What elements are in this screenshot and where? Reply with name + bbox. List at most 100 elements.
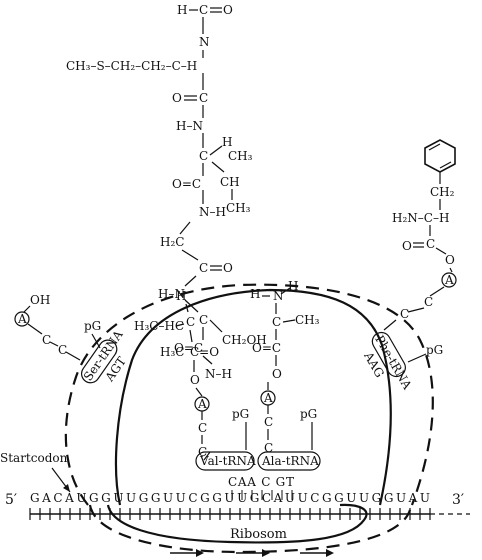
start-codon-label: Startcodon: [0, 451, 68, 465]
ser-c: C: [199, 313, 208, 327]
met-carbonyl-c: C: [199, 91, 208, 105]
formyl-h: H: [177, 3, 187, 17]
bond: [449, 267, 453, 273]
met-side-chain: CH₃–S–CH₂–CH₂–C–H: [66, 59, 197, 73]
ser-trna-box: [80, 339, 118, 384]
val-nh: H–N: [176, 119, 203, 133]
val-carbonyl: O=C: [172, 177, 201, 191]
ser-adenine-circle: [14, 311, 30, 327]
direction-arrowhead-2: [262, 549, 270, 557]
mrna-ticks: [29, 508, 431, 520]
bond: [23, 305, 31, 313]
gly-c: C: [199, 261, 208, 275]
direction-arrowhead-3: [326, 549, 334, 557]
phenyl-ring: [424, 139, 456, 173]
val-adenine: A: [197, 397, 207, 411]
ser-tail-oh: OH: [30, 293, 50, 307]
ala-ester-o: O: [272, 367, 282, 381]
ribosome-label: Ribosom: [230, 527, 287, 542]
ser-nh2: N–H: [205, 367, 232, 381]
bond: [203, 451, 211, 461]
gly-o: O: [223, 261, 233, 275]
bond: [209, 145, 223, 156]
val-pg: pG: [232, 407, 249, 421]
bond: [209, 319, 223, 333]
phe-c: C: [426, 237, 435, 251]
bond: [27, 323, 43, 335]
three-prime-label: 3′: [452, 492, 464, 508]
ribosome-bottom-dash: [88, 504, 412, 554]
start-codon-arrowhead: [63, 484, 70, 492]
bond: [185, 303, 189, 313]
ala-c: C: [272, 315, 281, 329]
bond: [383, 319, 397, 331]
five-prime-label: 5′: [5, 492, 17, 508]
phe-adenine-circle: [441, 272, 457, 288]
ala-h: H: [250, 287, 260, 301]
val-trna-label: Val-tRNA: [199, 454, 256, 468]
bond: [65, 351, 81, 361]
ser-pg: pG: [84, 319, 101, 333]
bond: [407, 353, 427, 363]
bond: [429, 286, 445, 297]
bond: [49, 341, 59, 347]
direction-arrowhead-1: [196, 549, 204, 557]
thr-methyl: H₃C: [160, 345, 184, 359]
thr-ester-o: O: [190, 373, 200, 387]
bond: [184, 299, 199, 313]
met-carbonyl-o: O: [172, 91, 182, 105]
ser-nh: H–N: [158, 287, 185, 301]
phe-trna-box: [371, 331, 406, 378]
bond: [280, 287, 291, 295]
bond: [439, 161, 452, 169]
formyl-o: O: [223, 3, 233, 17]
phe-ester-o: O: [445, 253, 455, 267]
phe-h2n: H₂N–C–H: [392, 211, 449, 225]
thr-side-chain: H₃C–HC: [134, 319, 184, 333]
val-ch: CH: [220, 175, 240, 189]
val-c-alpha: C: [199, 149, 208, 163]
ala-h2: H: [288, 279, 298, 293]
ser-c1: C: [42, 333, 51, 347]
bond: [428, 143, 441, 151]
formyl-c: C: [199, 3, 208, 17]
anticodon-ticks: [231, 490, 293, 500]
gly-h2c: H₂C: [160, 235, 184, 249]
phe-c2: C: [400, 307, 409, 321]
ala-n: N: [273, 289, 284, 303]
ala-trna-label: Ala-tRNA: [261, 454, 319, 468]
ser-adenine: A: [17, 312, 27, 326]
phe-pg: pG: [426, 343, 443, 357]
phe-o: O: [402, 239, 412, 253]
bond: [195, 387, 203, 397]
ala-pg: pG: [300, 407, 317, 421]
bond: [184, 275, 197, 287]
bond: [179, 221, 191, 235]
ala-adenine: A: [263, 391, 273, 405]
ala-trna-box: [257, 451, 321, 471]
bond: [189, 329, 193, 343]
val-ch3-a: CH₃: [228, 149, 253, 163]
val-ch3-b: CH₃: [226, 201, 251, 215]
anticodon-sequence: CAA C GT: [228, 475, 294, 489]
ser-c2: C: [58, 343, 67, 357]
ribosome-small-subunit-outline: [106, 503, 368, 544]
val-h: H: [222, 135, 232, 149]
ala-c1: C: [264, 415, 273, 429]
bond: [407, 307, 425, 313]
ser-carbonyl: O=C: [174, 341, 203, 355]
formyl-n: N: [199, 35, 210, 49]
val-trna-box: [195, 451, 255, 471]
ribosome-large-subunit-outline: [64, 283, 434, 506]
phe-adenine: A: [444, 273, 454, 287]
ala-ch3: CH₃: [295, 313, 320, 327]
mrna-sequence: G A C A U G G U U G G U U C G G U U G C …: [30, 491, 430, 505]
phe-c1: C: [424, 295, 433, 309]
thr-carbonyl: C=O: [190, 345, 219, 359]
direction-arrows: [170, 549, 334, 557]
thr-c: C: [186, 315, 195, 329]
val-c1: C: [198, 421, 207, 435]
gly-nh: N–H: [199, 205, 226, 219]
bond: [211, 161, 225, 173]
